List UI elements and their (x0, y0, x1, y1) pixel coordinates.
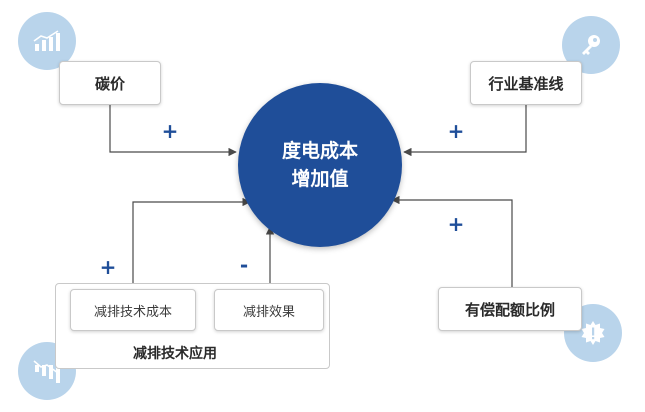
paid-quota-ratio-box: 有偿配额比例 (438, 287, 582, 331)
industry-baseline-label: 行业基准线 (488, 74, 564, 93)
sign-carbon-price: + (161, 119, 179, 143)
arrow-carbon-price (109, 105, 237, 157)
chart-icon (18, 12, 76, 70)
arrow-industry-baseline (403, 104, 527, 157)
carbon-price-label: 碳价 (94, 74, 125, 93)
sign-paid-quota: + (447, 212, 465, 236)
tech-cost-label: 减排技术成本 (93, 304, 172, 320)
sign-tech-effect: - (239, 253, 249, 277)
arrow-paid-quota (391, 195, 513, 287)
center-title-line2: 增加值 (291, 168, 349, 190)
industry-baseline-box: 行业基准线 (470, 61, 582, 105)
tech-effect-box: 减排效果 (214, 289, 324, 331)
tech-effect-label: 减排效果 (242, 304, 295, 320)
center-node: 度电成本 增加值 (238, 83, 402, 247)
sign-tech-cost: + (99, 255, 117, 279)
center-title-line1: 度电成本 (281, 140, 358, 162)
arrow-tech-cost (132, 197, 251, 289)
sign-industry-baseline: + (447, 119, 465, 143)
carbon-price-box: 碳价 (59, 61, 161, 105)
tech-application-label: 减排技术应用 (133, 346, 217, 362)
paid-quota-ratio-label: 有偿配额比例 (464, 300, 555, 319)
tech-cost-box: 减排技术成本 (70, 289, 196, 331)
